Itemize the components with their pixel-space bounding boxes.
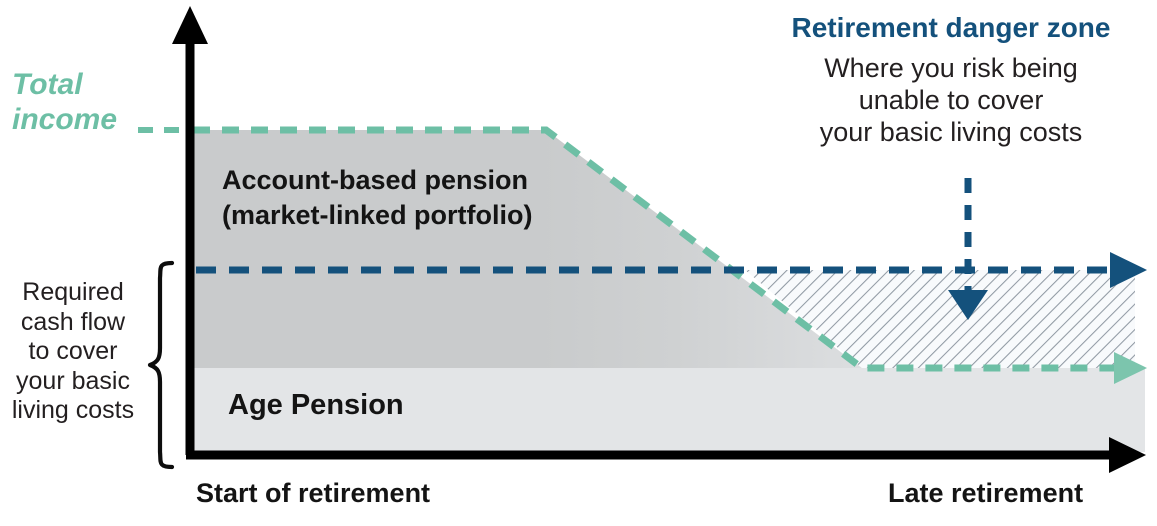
total-income-line [193, 126, 1118, 372]
x-axis-arrowhead [1109, 437, 1146, 473]
account-based-pension-label: Account-based pension (market-linked por… [222, 165, 533, 230]
y-axis-arrowhead [172, 6, 208, 44]
total-income-axis-label: Total income [12, 68, 118, 136]
x-axis-tick-start-of-retirement: Start of retirement [196, 478, 431, 508]
total-income-arrowhead [1114, 352, 1147, 384]
danger-zone-description: Where you risk being unable to cover you… [819, 53, 1083, 148]
age-pension-label: Age Pension [228, 389, 404, 421]
required-cash-flow-brace [147, 260, 175, 470]
account-based-pension-band [193, 130, 862, 368]
required-cash-flow-arrowhead [1110, 252, 1147, 288]
danger-zone-hatched-region [745, 270, 1135, 368]
age-pension-band [193, 368, 1145, 452]
x-axis-tick-late-retirement: Late retirement [888, 478, 1084, 508]
danger-zone-pointer-arrowhead [948, 290, 988, 320]
required-cash-flow-axis-label: Required cash flow to cover your basic l… [11, 278, 135, 424]
danger-zone-title: Retirement danger zone [791, 12, 1111, 43]
